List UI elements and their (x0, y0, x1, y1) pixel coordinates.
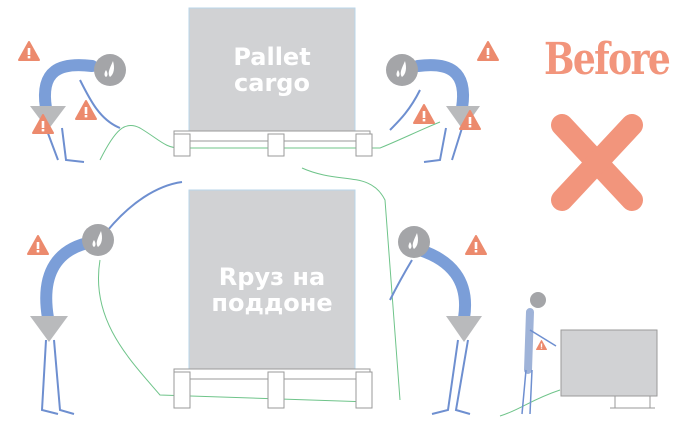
warning-icon (413, 104, 435, 124)
wires (98, 121, 561, 417)
top-pallet (173, 130, 373, 157)
cross-icon (551, 114, 643, 211)
warning-icon (477, 41, 499, 61)
worker-top-right (386, 41, 499, 163)
top-box-line1: Pallet (233, 43, 311, 71)
warning-icon (536, 340, 547, 350)
bottom-box-label: Rруз на поддоне (189, 264, 355, 316)
bottom-cargo-box (188, 189, 356, 371)
small-worker (521, 292, 658, 415)
before-label: Before (544, 34, 671, 85)
bottom-box-line2: поддоне (211, 289, 333, 317)
warning-icon (27, 235, 49, 255)
worker-top-left (18, 41, 126, 163)
warning-icon (465, 235, 487, 255)
worker-bottom-right (389, 226, 487, 415)
warning-icon (18, 41, 40, 61)
bottom-pallet (173, 368, 373, 409)
worker-bottom-left (27, 181, 183, 415)
top-box-line2: cargo (234, 69, 310, 97)
top-cargo-box (188, 7, 356, 133)
bottom-box-line1: Rруз на (218, 263, 326, 291)
top-box-label: Pallet cargo (189, 44, 355, 96)
